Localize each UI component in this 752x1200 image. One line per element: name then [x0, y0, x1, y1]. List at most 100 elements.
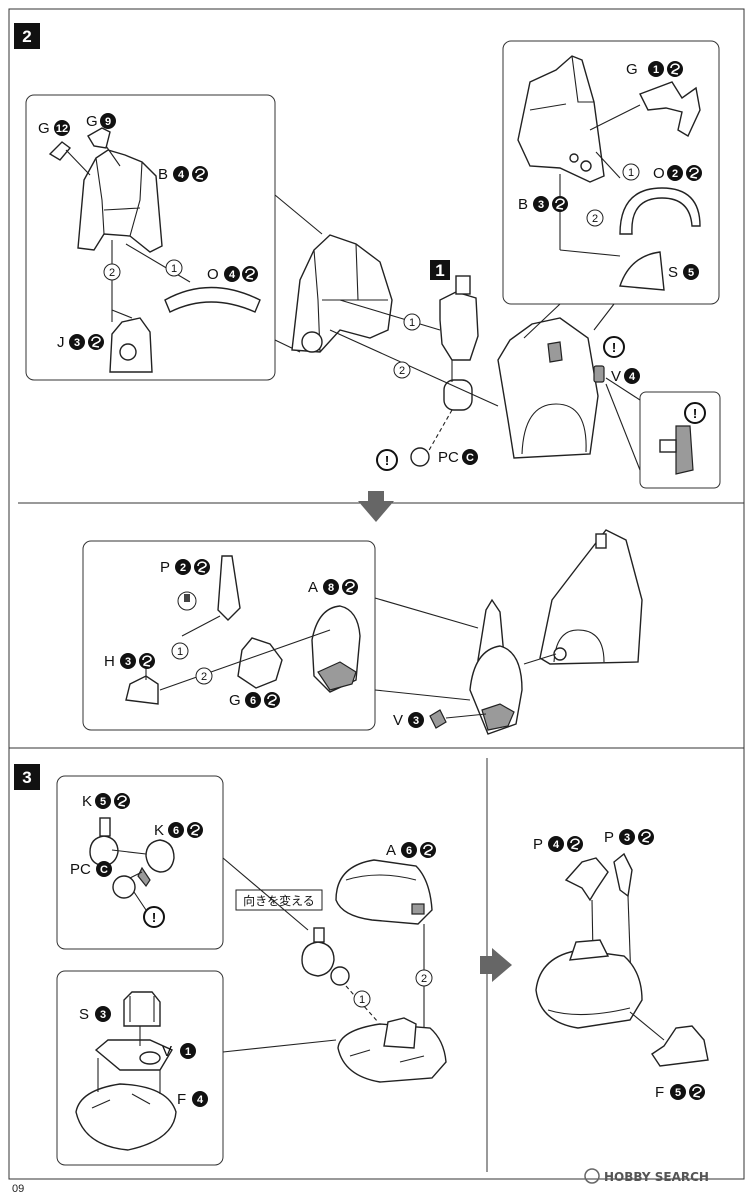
svg-text:1: 1 — [171, 263, 177, 275]
order-1-box3: 1 — [171, 642, 189, 660]
svg-text:3: 3 — [100, 1009, 106, 1021]
svg-text:1: 1 — [409, 317, 415, 329]
label-g9: G 9 — [86, 113, 116, 130]
cement-icon — [685, 164, 703, 182]
svg-text:6: 6 — [173, 825, 179, 837]
label-o2: O 2 — [653, 164, 703, 182]
svg-text:1: 1 — [177, 646, 183, 658]
cement-icon — [113, 792, 131, 810]
label-b4: B 4 — [158, 165, 209, 183]
label-o4: O 4 — [207, 265, 259, 283]
label-k5: K 5 — [82, 792, 131, 810]
page-frame — [8, 8, 745, 1180]
svg-text:J: J — [57, 334, 65, 351]
label-pcc2: PC C — [70, 861, 112, 878]
joint-assembly-step3 — [301, 927, 379, 1023]
down-arrow-icon — [358, 491, 394, 522]
label-h3: H 3 — [104, 652, 156, 670]
arm-assembly-mid — [469, 529, 643, 735]
svg-text:5: 5 — [100, 796, 106, 808]
warning-icon: ! — [693, 406, 697, 421]
cement-icon — [241, 265, 259, 283]
order-1-step3: 1 — [353, 990, 371, 1008]
svg-text:S: S — [79, 1006, 89, 1023]
order-1-box1: 1 — [165, 259, 183, 277]
label-v3: V 3 — [393, 709, 487, 729]
step-2-badge: 2 — [14, 23, 40, 49]
svg-text:K: K — [154, 822, 164, 839]
svg-text:6: 6 — [250, 695, 256, 707]
svg-text:A: A — [386, 842, 396, 859]
svg-text:1: 1 — [628, 167, 634, 179]
callout-rotate-note: 向きを変える — [235, 889, 323, 911]
sub-assembly-box-2 — [502, 40, 720, 305]
label-p2: P 2 — [160, 558, 211, 576]
svg-text:8: 8 — [328, 582, 334, 594]
main-frame-assembly — [291, 234, 393, 353]
svg-text:2: 2 — [672, 168, 678, 180]
step-ref-1-badge: 1 — [430, 260, 450, 280]
label-k6: K 6 — [154, 821, 204, 839]
watermark: HOBBY SEARCH — [584, 1168, 709, 1184]
svg-text:2: 2 — [180, 562, 186, 574]
order-1-main: 1 — [403, 313, 421, 331]
sub-assembly-box-5 — [56, 970, 224, 1166]
page-number: 09 — [12, 1183, 24, 1195]
label-g6: G 6 — [229, 691, 281, 709]
svg-text:H: H — [104, 653, 115, 670]
svg-text:3: 3 — [22, 768, 31, 787]
label-a8: A 8 — [308, 578, 359, 596]
cement-icon — [551, 195, 569, 213]
step-3-badge: 3 — [14, 764, 40, 790]
order-2-box1: 2 — [103, 263, 121, 281]
cement-icon — [186, 821, 204, 839]
warning-icon: ! — [152, 910, 156, 925]
svg-text:2: 2 — [592, 213, 598, 225]
svg-text:4: 4 — [553, 839, 560, 851]
cement-icon — [263, 691, 281, 709]
svg-text:C: C — [466, 452, 474, 464]
svg-text:A: A — [308, 579, 318, 596]
label-p4: P 4 — [533, 835, 584, 853]
label-s5: S 5 — [668, 264, 699, 281]
svg-text:4: 4 — [178, 169, 185, 181]
order-2-box2: 2 — [586, 209, 604, 227]
svg-text:3: 3 — [624, 832, 630, 844]
svg-text:P: P — [160, 559, 170, 576]
cover-part — [497, 317, 599, 459]
svg-text:F: F — [177, 1091, 186, 1108]
cement-icon — [191, 165, 209, 183]
svg-text:9: 9 — [105, 116, 111, 128]
cement-icon — [566, 835, 584, 853]
svg-text:V: V — [162, 1043, 172, 1060]
label-a6: A 6 — [386, 841, 437, 859]
svg-text:4: 4 — [197, 1094, 204, 1106]
svg-text:C: C — [100, 864, 108, 876]
svg-text:PC: PC — [70, 861, 91, 878]
svg-text:向きを変える: 向きを変える — [243, 893, 315, 908]
svg-text:5: 5 — [688, 267, 694, 279]
svg-text:5: 5 — [675, 1087, 681, 1099]
svg-text:3: 3 — [74, 337, 80, 349]
label-f4: F 4 — [177, 1091, 208, 1108]
svg-text:2: 2 — [22, 27, 31, 46]
order-1-box2: 1 — [622, 163, 640, 181]
svg-text:P: P — [533, 836, 543, 853]
svg-text:P: P — [604, 829, 614, 846]
right-arrow-icon — [480, 948, 512, 982]
svg-text:B: B — [158, 166, 168, 183]
svg-text:1: 1 — [435, 261, 444, 280]
svg-text:K: K — [82, 793, 92, 810]
final-assembly-step3 — [535, 852, 709, 1067]
svg-text:2: 2 — [399, 365, 405, 377]
label-f5: F 5 — [655, 1083, 706, 1101]
svg-text:G: G — [626, 61, 638, 78]
cement-icon — [193, 558, 211, 576]
svg-text:G: G — [38, 120, 50, 137]
svg-text:3: 3 — [125, 656, 131, 668]
label-g1: G 1 — [626, 60, 684, 78]
base-assembly-step3 — [337, 1017, 447, 1083]
svg-text:V: V — [393, 712, 403, 729]
svg-text:V: V — [611, 368, 621, 385]
